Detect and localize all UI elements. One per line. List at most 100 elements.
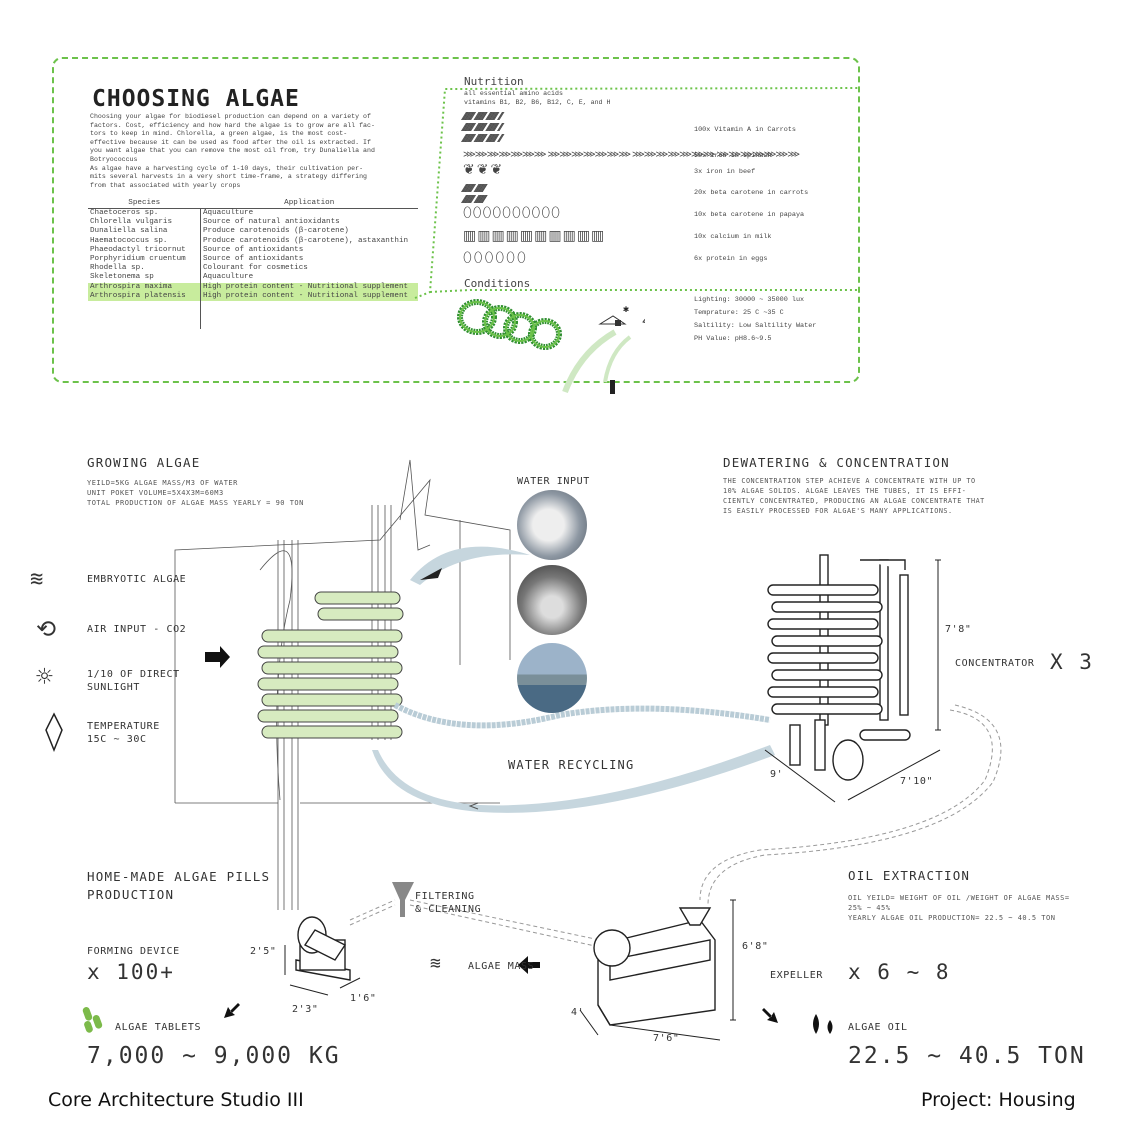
temperature-icon — [45, 712, 63, 752]
panel-title: CHOOSING ALGAE — [92, 86, 300, 112]
pills-title-line: PRODUCTION — [87, 887, 175, 902]
intro-line: factors. Cost, efficiency and how hard t… — [90, 121, 375, 129]
intro-line: effective because it can be used as food… — [90, 138, 371, 146]
water-recycling-label: WATER RECYCLING — [508, 758, 635, 772]
connector-lines — [414, 87, 861, 299]
intro-line: Choosing your algae for biodiesel produc… — [90, 113, 371, 120]
dewatering-sub-line: THE CONCENTRATION STEP ACHIEVE A CONCENT… — [723, 477, 976, 485]
condition-row: PH Value: pH8.6~9.5 — [694, 335, 772, 343]
nutrition-title: Nutrition — [464, 75, 524, 88]
intro-line: tors to keep in mind. Chlorella, a green… — [90, 130, 348, 138]
forming-device-label: FORMING DEVICE — [87, 946, 180, 957]
beef-icons: ❦❦❦ — [463, 162, 505, 178]
input-sunlight: 1/10 OF DIRECT SUNLIGHT — [87, 668, 180, 694]
expeller-dim-w: 7'6" — [653, 1033, 680, 1044]
expeller-dim-d: 4' — [571, 1007, 585, 1018]
papaya-icons: ⬯⬯⬯⬯⬯⬯⬯⬯⬯⬯ — [463, 205, 561, 221]
expeller-dim-h: 6'8" — [742, 941, 769, 952]
algae-tablets-label: ALGAE TABLETS — [115, 1022, 202, 1033]
dewatering-sub-line: 10% ALGAE SOLIDS. ALGAE LEAVES THE TUBES… — [723, 487, 967, 495]
algae-mass-icon: ≋ — [430, 953, 441, 974]
algae-mass-label: ALGAE MASS — [468, 961, 535, 972]
input-embryotic: EMBRYOTIC ALGAE — [87, 574, 187, 585]
pills-title-line: HOME-MADE ALGAE PILLS — [87, 869, 271, 884]
nutrition-sub: all essential amino acids vitamins B1, B… — [464, 90, 610, 107]
intro-line: As algae have a harvesting cycle of 1-10… — [90, 164, 364, 172]
temperature-line: 15C ~ 30C — [87, 734, 147, 745]
nutrition-row: 6x protein in eggs — [694, 255, 768, 263]
svg-text:✱: ✱ — [623, 304, 629, 315]
dewatering-sub-line: IS EASILY PROCESSED FOR ALGAE'S MANY APP… — [723, 507, 953, 515]
table-row: Haematococcus sp.Produce carotenoids (β-… — [88, 236, 409, 246]
oil-title: OIL EXTRACTION — [848, 868, 971, 883]
condition-row: Lighting: 30000 ~ 35000 lux — [694, 296, 805, 304]
sun-icon: ☼ — [36, 660, 53, 693]
pills-title: HOME-MADE ALGAE PILLS PRODUCTION — [87, 868, 270, 904]
filtering-label: FILTERING & CLEANING — [415, 890, 481, 916]
concentrator-label: CONCENTRATOR — [955, 658, 1035, 669]
algae-tablets-value: 7,000 ~ 9,000 KG — [87, 1043, 341, 1069]
intro-line: from that associated with yearly crops — [90, 181, 241, 189]
carrot2-icons: ⁄⁄⁄⁄⁄⁄⁄⁄⁄⁄⁄⁄ ⁄⁄⁄⁄⁄⁄⁄⁄⁄⁄⁄⁄⁄⁄⁄⁄⁄⁄⁄⁄⁄⁄⁄ ⁄⁄⁄… — [463, 182, 486, 206]
algae-oil-value: 22.5 ~ 40.5 TON — [848, 1043, 1086, 1069]
expeller-label: EXPELLER — [770, 970, 823, 981]
table-row — [88, 301, 418, 330]
forming-dim-d: 1'6" — [350, 993, 377, 1004]
dim-height: 7'8" — [945, 624, 972, 635]
dim-depth: 9' — [770, 769, 784, 780]
table-row: Rhodella sp.Colourant for cosmetics — [88, 264, 308, 274]
water-photo-laundry — [517, 565, 587, 635]
nutrition-sub-line: all essential amino acids — [464, 90, 563, 97]
intro-text: Choosing your algae for biodiesel produc… — [90, 113, 410, 190]
milk-icons: ▥▥▥▥▥▥▥▥▥▥ — [463, 228, 606, 244]
footer-course: Core Architecture Studio III — [48, 1089, 304, 1111]
sunlight-line: 1/10 OF DIRECT — [87, 669, 180, 680]
dewatering-sub-line: CIENTLY CONCENTRATED, PRODUCING AN ALGAE… — [723, 497, 985, 505]
forming-dim-w: 2'3" — [292, 1004, 319, 1015]
filtering-line: & CLEANING — [415, 904, 482, 915]
egg-icons: ⬯⬯⬯⬯⬯⬯ — [463, 250, 528, 266]
dim-width: 7'10" — [900, 776, 934, 787]
nutrition-row: 10x calcium in milk — [694, 233, 772, 241]
conditions-title: Conditions — [464, 277, 531, 290]
sunlight-line: SUNLIGHT — [87, 682, 140, 693]
nutrition-row: 10x beta carotene in papaya — [694, 211, 805, 219]
temperature-line: TEMPERATURE — [87, 721, 160, 732]
col-species: Species — [88, 199, 201, 209]
water-photo-dishes — [517, 490, 587, 560]
forming-device-count: x 100+ — [87, 960, 175, 984]
nutrition-row: 50x iron in spinach — [694, 152, 772, 160]
water-input-label: WATER INPUT — [517, 476, 590, 487]
intro-line: mits several harvests in a very short ti… — [90, 173, 367, 181]
nutrition-row: 20x beta carotene in carrots — [694, 189, 809, 197]
growing-sub: YEILD=5KG ALGAE MASS/M3 OF WATER UNIT PO… — [87, 478, 304, 508]
oil-sub: OIL YEILD= WEIGHT OF OIL /WEIGHT OF ALGA… — [848, 893, 1070, 923]
expeller-count: x 6 ~ 8 — [848, 960, 951, 984]
carrot-icons: ⁄⁄⁄⁄⁄⁄⁄⁄⁄⁄⁄⁄ ⁄⁄⁄⁄⁄⁄⁄⁄⁄⁄⁄ ⁄⁄⁄⁄⁄⁄⁄⁄⁄⁄⁄ ⁄⁄⁄… — [463, 110, 502, 145]
spinach-icons: ⋙⋙⋙⋙⋙⋙⋙ ⋙⋙⋙⋙⋙⋙⋙ ⋙⋙⋙⋙⋙⋙⋙ ⋙⋙⋙⋙⋙⋙⋙ — [463, 150, 800, 160]
input-air: AIR INPUT - CO2 — [87, 624, 187, 635]
algae-rings-illustration: ✱ — [457, 299, 645, 394]
concentrator-count: X 3 — [1050, 650, 1094, 674]
filtering-line: FILTERING — [415, 891, 475, 902]
dewatering-sub: THE CONCENTRATION STEP ACHIEVE A CONCENT… — [723, 476, 985, 516]
nutrition-row: 100x Vitamin A in Carrots — [694, 126, 796, 134]
forming-dim-h: 2'5" — [250, 946, 277, 957]
col-application: Application — [200, 199, 418, 209]
growing-sub-line: TOTAL PRODUCTION OF ALGAE MASS YEARLY = … — [87, 499, 304, 507]
oil-drops-icon — [813, 1014, 833, 1034]
process-diagram-lines — [174, 459, 1002, 1041]
oil-sub-line: 25% ~ 45% — [848, 904, 891, 912]
table-row: Chaetoceros sp.Aquaculture — [88, 208, 254, 219]
oil-sub-line: OIL YEILD= WEIGHT OF OIL /WEIGHT OF ALGA… — [848, 894, 1070, 902]
condition-row: Temprature: 25 C ~35 C — [694, 309, 784, 317]
algae-oil-label: ALGAE OIL — [848, 1022, 908, 1033]
algae-tablets-icon — [82, 1007, 103, 1033]
